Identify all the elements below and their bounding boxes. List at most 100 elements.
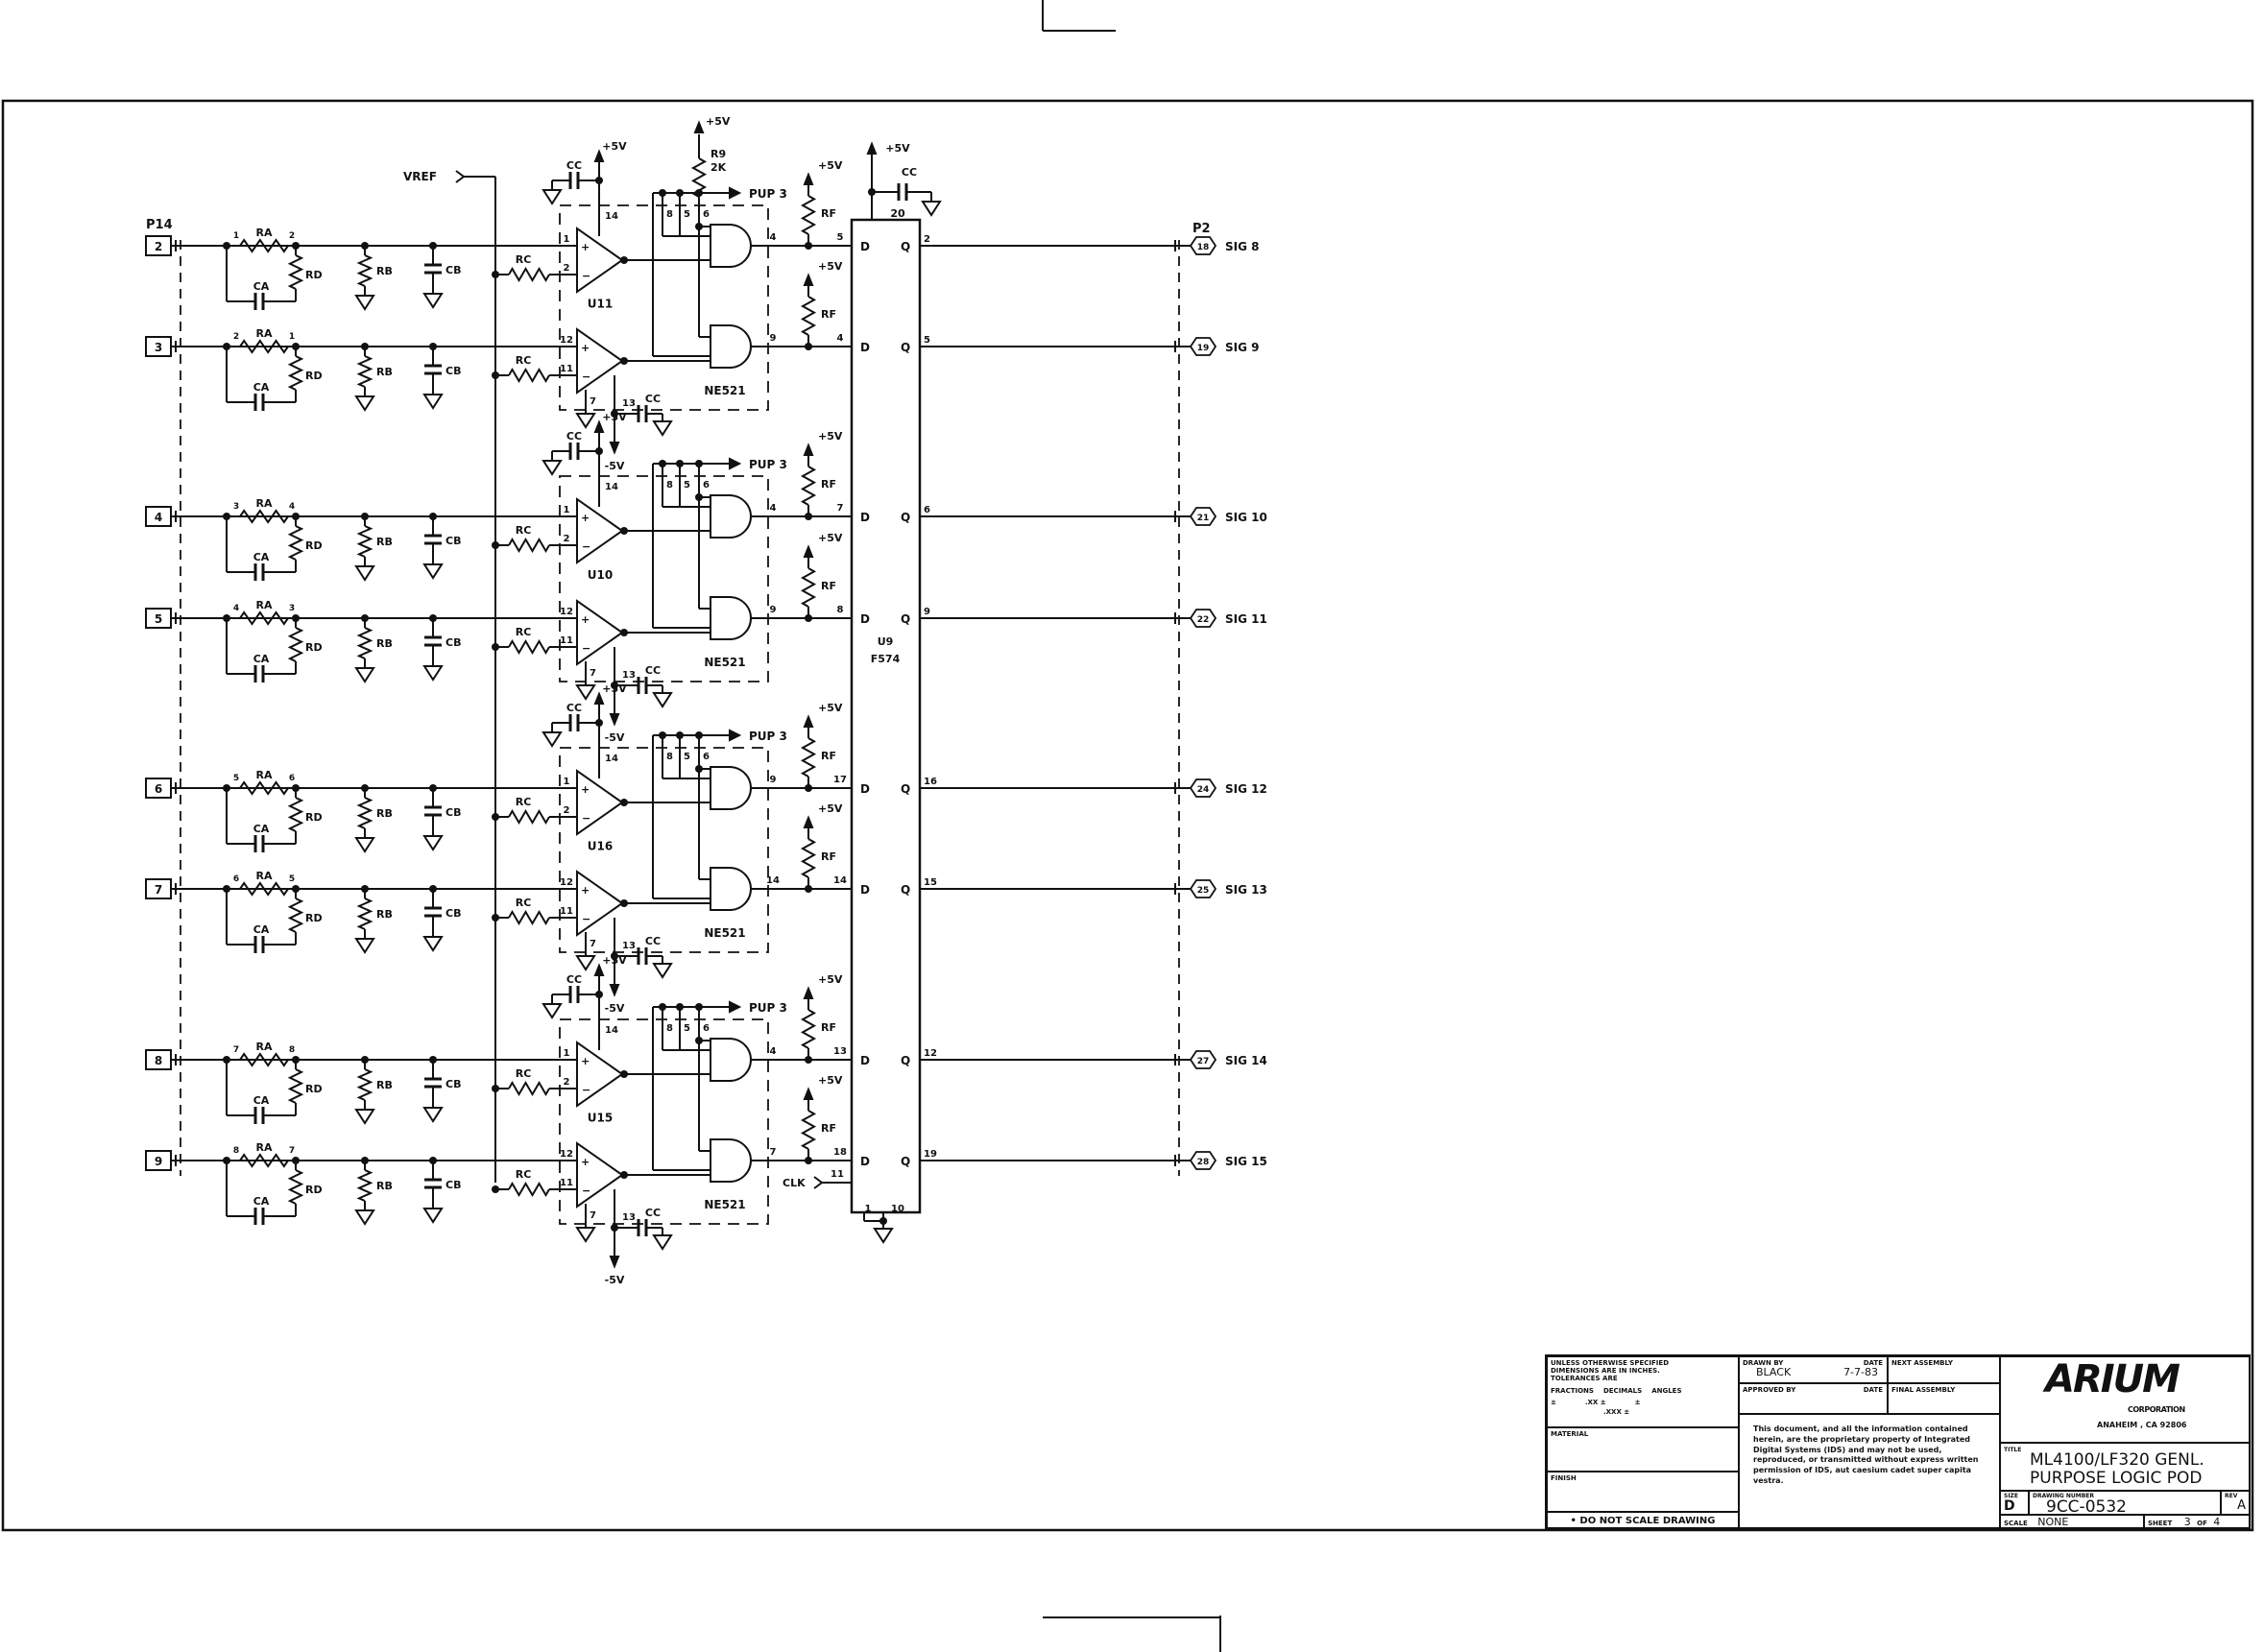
- comparator-opamp: [576, 1041, 624, 1108]
- p2-pin-number: 24: [1197, 785, 1210, 795]
- u9-d-label: D: [860, 1054, 870, 1067]
- rb-label: RB: [376, 637, 393, 650]
- ra-pin: 1: [233, 231, 239, 241]
- rd-resistor: [287, 898, 304, 933]
- group-part: NE521: [704, 656, 745, 669]
- group-part: NE521: [704, 384, 745, 397]
- ground-icon: [422, 1107, 444, 1123]
- minus-sign-icon: −: [582, 1084, 590, 1096]
- p14-pin-number: 7: [155, 883, 162, 897]
- proprietary-notice-cell: This document, and all the information c…: [1739, 1414, 2000, 1529]
- opamp-plus-pin: 12: [560, 335, 573, 346]
- ra-pin: 3: [233, 502, 239, 512]
- rf-supply-label: +5V: [818, 973, 843, 986]
- plus-sign-icon: +: [581, 884, 590, 897]
- drawn-date-value: 7-7-83: [1843, 1366, 1878, 1379]
- opamp-minus-pin: 2: [564, 805, 570, 816]
- gate-out-pin: 4: [770, 232, 777, 243]
- u9-supply-label: +5V: [885, 142, 910, 155]
- sheet-total: 4: [2213, 1516, 2221, 1528]
- cb-label: CB: [446, 264, 461, 276]
- ra-pin: 8: [289, 1045, 295, 1055]
- vcc-pin: 14: [605, 211, 618, 222]
- supply-arrow-icon: [866, 141, 878, 155]
- p14-pin-number: 8: [155, 1054, 162, 1067]
- plus-sign-icon: +: [581, 783, 590, 796]
- ground-icon: [422, 1208, 444, 1224]
- cb-label: CB: [446, 636, 461, 649]
- cc-label: CC: [645, 664, 661, 677]
- scale-label: SCALE: [2004, 1520, 2028, 1527]
- ra-resistor: [239, 238, 289, 253]
- p2-pin-hex: [1189, 236, 1217, 255]
- and-gate: [710, 224, 752, 268]
- finish-cell: FINISH: [1547, 1472, 1739, 1512]
- size-label: SIZE: [2004, 1493, 2019, 1499]
- ra-resistor: [239, 1052, 289, 1067]
- p2-pin-hex: [1189, 337, 1217, 356]
- cc-label: CC: [566, 430, 582, 443]
- ne521-package-outline: [559, 1018, 769, 1225]
- opamp-minus-pin: 2: [564, 1077, 570, 1088]
- drawing-number-cell: DRAWING NUMBER 9CC-0532: [2029, 1491, 2221, 1515]
- ground-icon: [422, 394, 444, 410]
- and-gate: [710, 1138, 752, 1183]
- rc-resistor: [508, 809, 550, 825]
- opamp-minus-pin: 11: [560, 1178, 573, 1188]
- rf-label: RF: [821, 850, 836, 863]
- p2-pin-number: 27: [1197, 1057, 1210, 1066]
- opamp-plus-pin: 12: [560, 1149, 573, 1160]
- ground-icon: [921, 201, 942, 217]
- signal-label: SIG 14: [1225, 1054, 1267, 1067]
- rev-cell: REV A: [2221, 1491, 2250, 1515]
- rd-label: RD: [305, 811, 323, 824]
- minus-sign-icon: −: [582, 371, 590, 383]
- pup-pin: 8: [666, 209, 673, 220]
- ra-resistor: [239, 339, 289, 354]
- rb-label: RB: [376, 366, 393, 378]
- u9-oe-pin: 1: [865, 1204, 872, 1214]
- opamp-supply-label: +5V: [602, 411, 627, 423]
- rf-label: RF: [821, 750, 836, 762]
- ground-icon: [354, 1209, 375, 1226]
- rf-resistor: [800, 1009, 817, 1049]
- rf-supply-label: +5V: [818, 802, 843, 815]
- rb-resistor: [356, 797, 373, 829]
- do-not-scale-cell: • DO NOT SCALE DRAWING: [1547, 1512, 1739, 1529]
- minus-sign-icon: −: [582, 1185, 590, 1197]
- signal-label: SIG 15: [1225, 1155, 1267, 1168]
- vee-pin: 13: [622, 670, 636, 681]
- opamp-plus-pin: 1: [564, 234, 570, 245]
- gnd-pin: 7: [590, 939, 596, 949]
- approved-by-cell: APPROVED BY DATE: [1739, 1383, 1888, 1414]
- company-logo: ARIUM: [2045, 1357, 2180, 1401]
- rb-resistor: [356, 898, 373, 930]
- ra-label: RA: [256, 327, 273, 340]
- p2-pin-hex: [1189, 778, 1217, 798]
- and-gate: [710, 596, 752, 640]
- ra-label: RA: [256, 227, 273, 239]
- rc-label: RC: [516, 626, 532, 638]
- rc-label: RC: [516, 1168, 532, 1181]
- company-name: ARIUM: [2045, 1357, 2180, 1401]
- signal-label: SIG 9: [1225, 341, 1259, 354]
- rf-supply-label: +5V: [818, 260, 843, 273]
- and-gate: [710, 1038, 752, 1082]
- approved-by-label: APPROVED BY: [1743, 1386, 1796, 1394]
- drawing-frame: [1, 99, 2254, 1532]
- group-ref: U10: [588, 568, 613, 582]
- vcc-pin: 14: [605, 754, 618, 764]
- comparator-opamp: [576, 327, 624, 395]
- pup-arrow-icon: [729, 186, 742, 200]
- pup-pin: 8: [666, 752, 673, 762]
- pup-pin: 6: [703, 752, 710, 762]
- ra-resistor: [239, 611, 289, 626]
- final-assembly-cell: FINAL ASSEMBLY: [1888, 1383, 2000, 1414]
- ground-icon: [542, 189, 563, 205]
- ra-pin: 7: [289, 1146, 295, 1156]
- plus-sign-icon: +: [581, 1156, 590, 1168]
- drawn-by-value: BLACK: [1756, 1366, 1792, 1379]
- rb-resistor: [356, 627, 373, 659]
- pup-arrow-icon: [729, 729, 742, 742]
- proprietary-notice: This document, and all the information c…: [1753, 1425, 1979, 1485]
